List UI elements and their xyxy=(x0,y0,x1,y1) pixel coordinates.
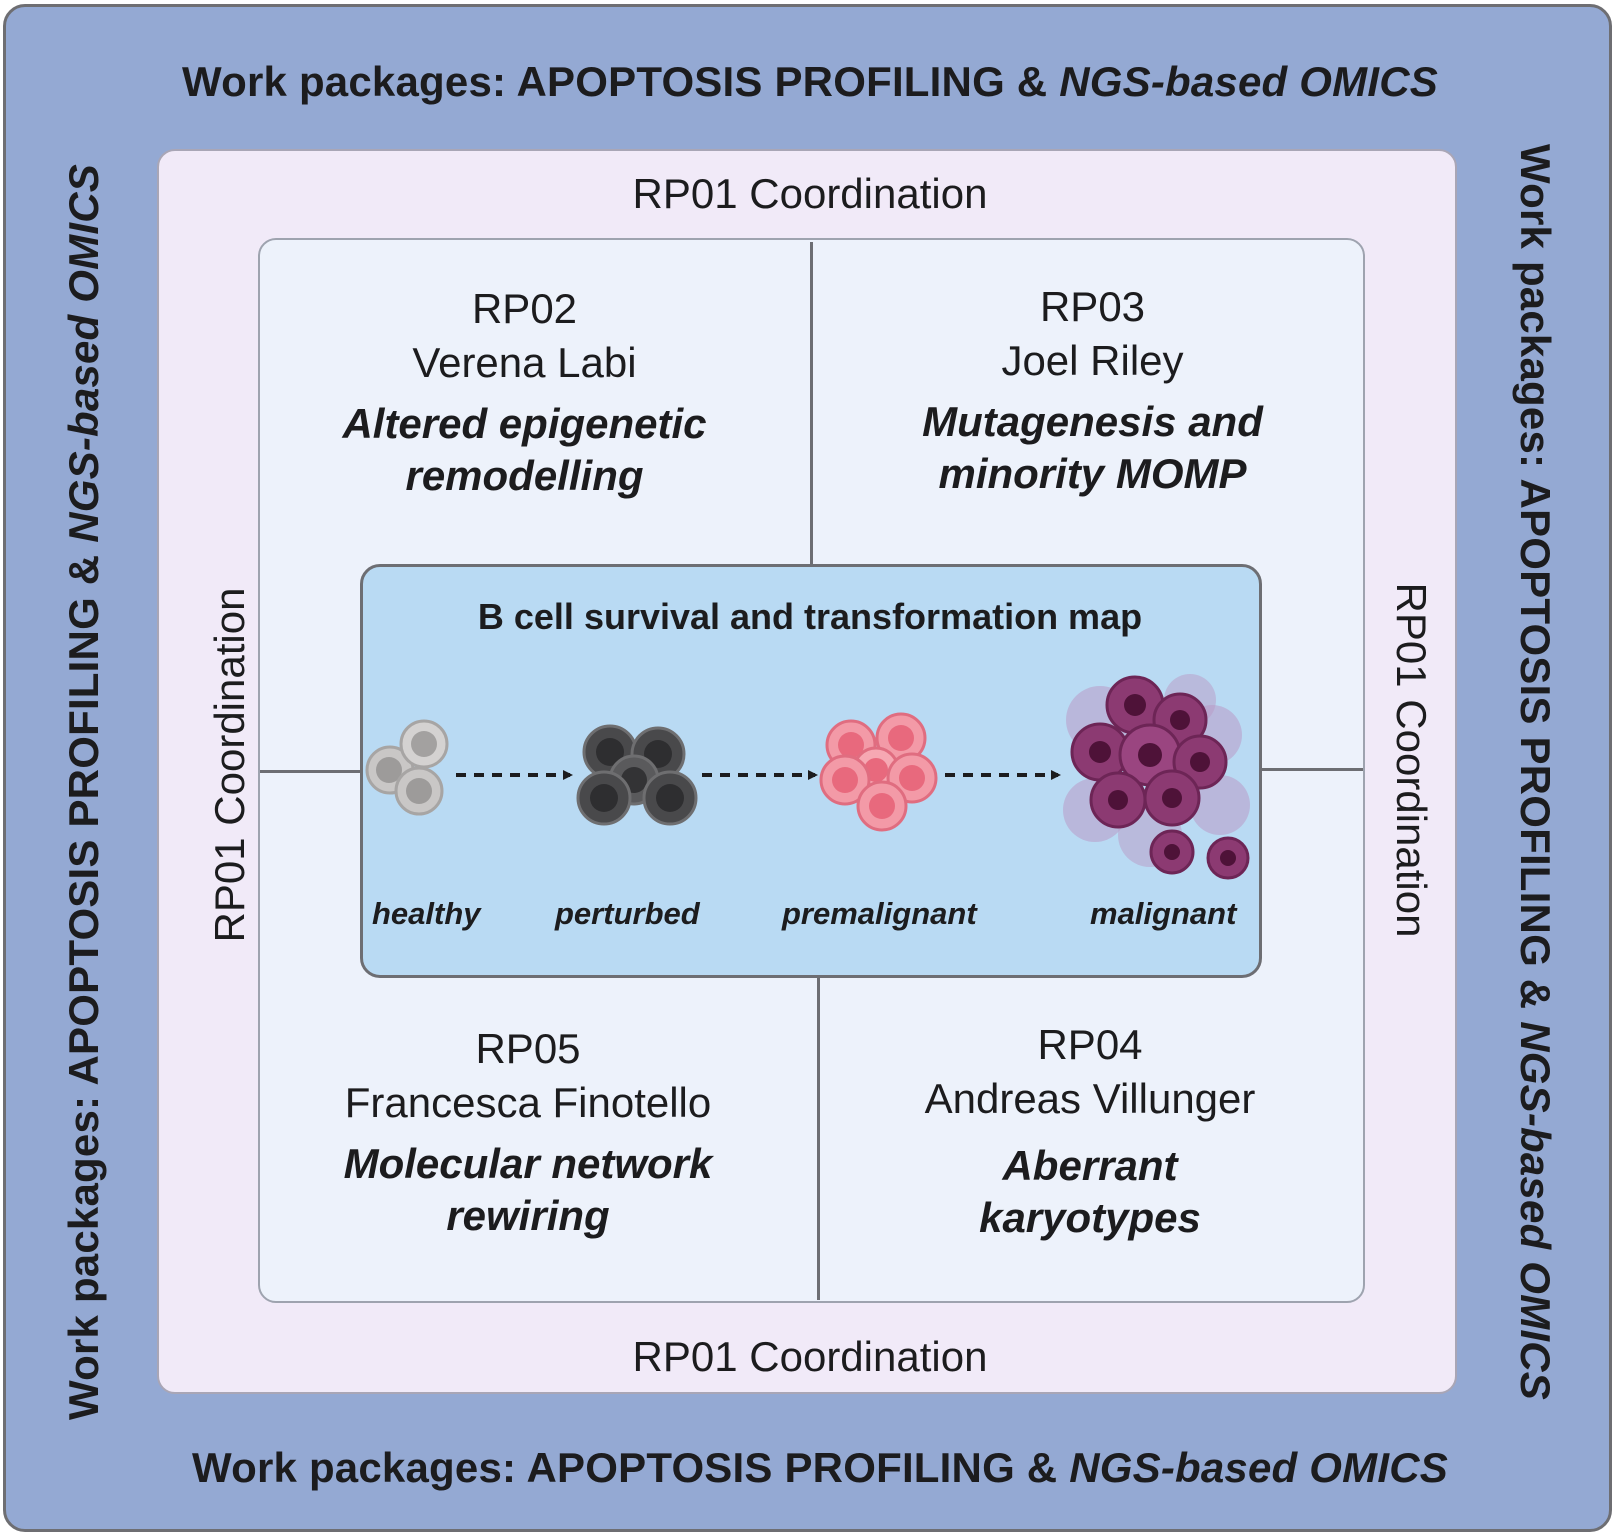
premalignant-cells-icon xyxy=(819,712,938,832)
stage-label-premalignant: premalignant xyxy=(782,896,977,931)
project-id: RP05 xyxy=(475,1025,581,1072)
project-lead: Andreas Villunger xyxy=(924,1075,1256,1122)
malignant-cells-icon xyxy=(1063,674,1250,880)
map-title: B cell survival and transformation map xyxy=(477,596,1143,637)
divider-top-vertical xyxy=(810,242,813,564)
perturbed-cells-icon xyxy=(576,724,698,826)
coordination-label-bottom: RP01 Coordination xyxy=(632,1333,988,1380)
project-id: RP03 xyxy=(1039,283,1146,330)
project-rp05: RP05 Francesca Finotello Molecular netwo… xyxy=(262,1022,794,1242)
work-packages-label-bottom: Work packages: APOPTOSIS PROFILING & NGS… xyxy=(192,1444,1448,1491)
stage-label-perturbed: perturbed xyxy=(555,896,700,931)
project-lead: Francesca Finotello xyxy=(344,1079,712,1126)
project-id: RP04 xyxy=(1037,1021,1143,1068)
project-lead: Verena Labi xyxy=(412,339,637,386)
divider-left-horizontal xyxy=(260,770,360,773)
stage-label-malignant: malignant xyxy=(1090,896,1237,931)
healthy-cells-icon xyxy=(365,719,449,816)
project-id: RP02 xyxy=(471,285,578,332)
project-lead: Joel Riley xyxy=(1001,337,1184,384)
coordination-label-top: RP01 Coordination xyxy=(632,170,988,217)
divider-bottom-vertical xyxy=(817,978,820,1300)
work-packages-label-top: Work packages: APOPTOSIS PROFILING & NGS… xyxy=(182,58,1438,105)
stage-label-healthy: healthy xyxy=(372,896,481,931)
divider-right-horizontal xyxy=(1262,768,1363,771)
